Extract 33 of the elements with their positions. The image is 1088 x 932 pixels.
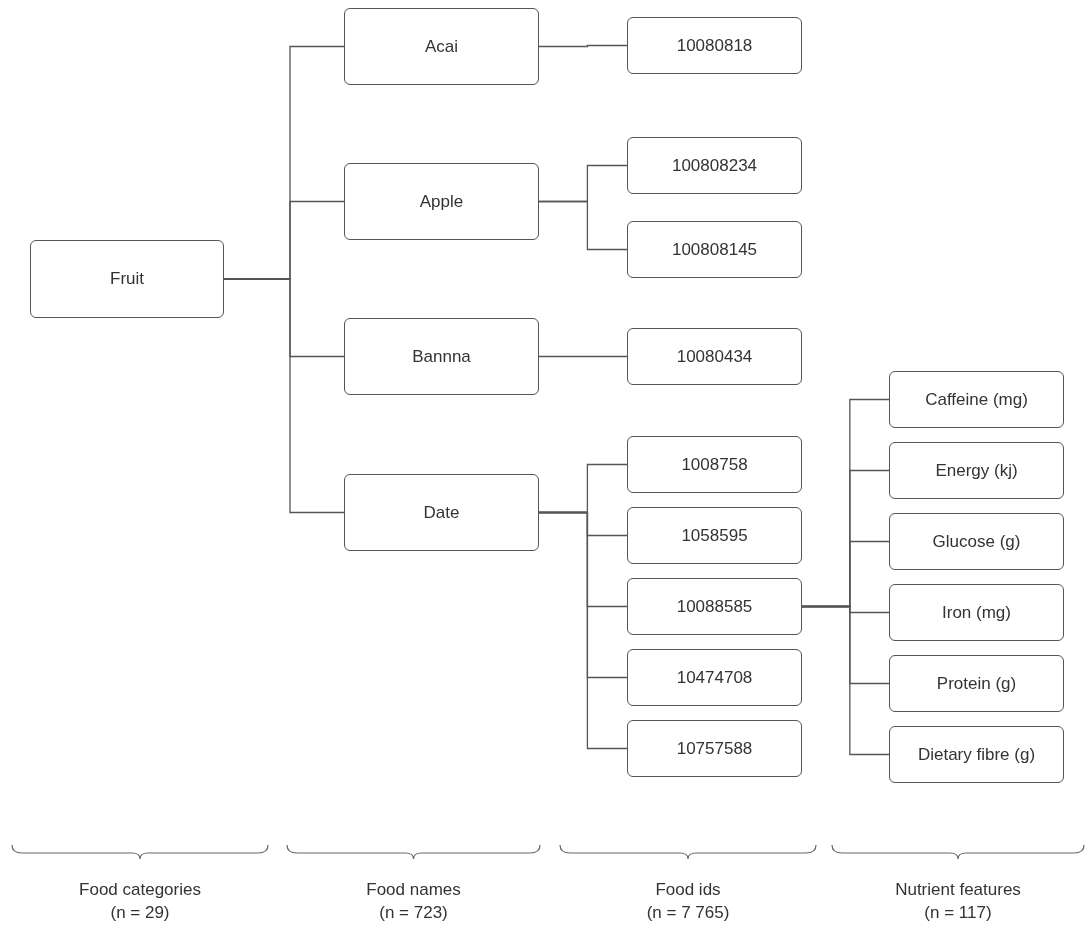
node-box: Caffeine (mg) <box>889 371 1064 428</box>
node-box: 100808234 <box>627 137 802 194</box>
column-label: Nutrient features <box>894 879 1022 901</box>
node-box: 10757588 <box>627 720 802 777</box>
node-box: Date <box>344 474 539 551</box>
column-label: (n = 7 765) <box>645 902 731 924</box>
node-box: 1008758 <box>627 436 802 493</box>
node-box: Protein (g) <box>889 655 1064 712</box>
connector-line <box>801 605 890 756</box>
node-box: Dietary fibre (g) <box>889 726 1064 783</box>
column-label: (n = 117) <box>923 902 993 924</box>
column-label: (n = 29) <box>109 902 171 924</box>
connector-line <box>538 511 628 750</box>
column-label: (n = 723) <box>378 902 449 924</box>
node-box: Acai <box>344 8 539 85</box>
node-box: 10088585 <box>627 578 802 635</box>
node-box: Glucose (g) <box>889 513 1064 570</box>
column-label: Food names <box>365 879 462 901</box>
connector-line <box>538 44 628 48</box>
node-box: 10474708 <box>627 649 802 706</box>
column-label: Food ids <box>654 879 722 901</box>
node-box: 10080818 <box>627 17 802 74</box>
node-box: Apple <box>344 163 539 240</box>
connector-line <box>538 200 628 251</box>
node-box: 1058595 <box>627 507 802 564</box>
connector-line <box>538 355 628 358</box>
node-box: Fruit <box>30 240 224 318</box>
node-box: 10080434 <box>627 328 802 385</box>
node-box: Bannna <box>344 318 539 395</box>
node-box: Iron (mg) <box>889 584 1064 641</box>
node-box: Energy (kj) <box>889 442 1064 499</box>
node-box: 100808145 <box>627 221 802 278</box>
column-label: Food categories <box>78 879 202 901</box>
